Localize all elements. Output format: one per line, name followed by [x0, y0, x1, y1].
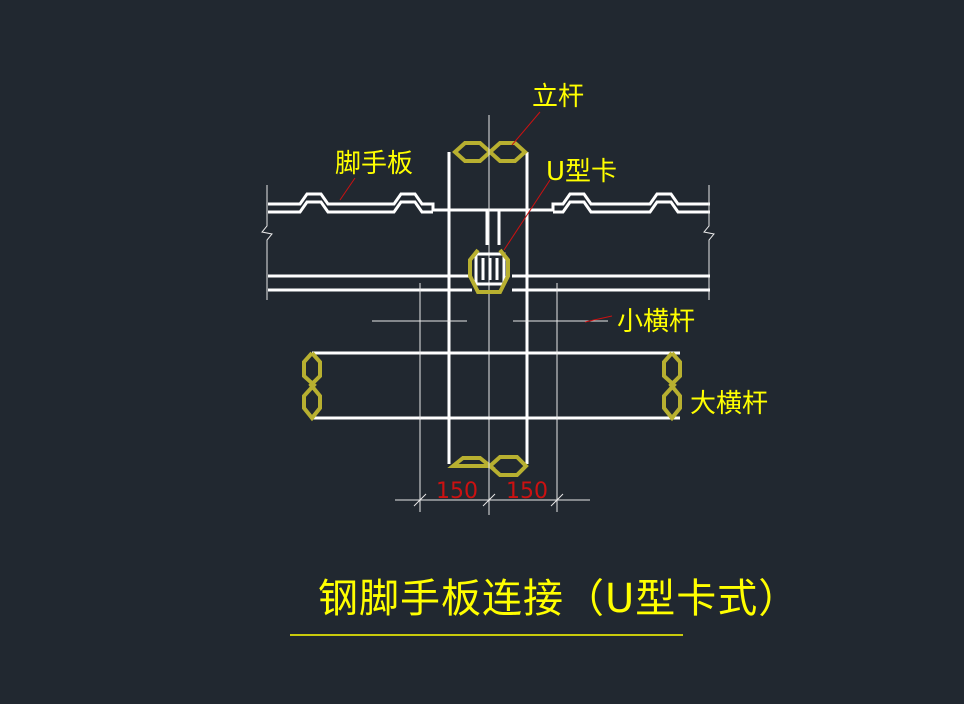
large-crossbar-left-end [302, 351, 322, 422]
upright-top-section [452, 141, 493, 163]
label-u-clip: U型卡 [546, 157, 617, 187]
construction-lines [372, 283, 608, 512]
dimension-right: 150 [506, 479, 548, 504]
small-crossbar [268, 274, 710, 292]
drawing-title: 钢脚手板连接（U型卡式） [318, 576, 799, 622]
upright-pole [447, 141, 529, 477]
label-scaffold-board: 脚手板 [335, 149, 413, 179]
scaffold-board [268, 192, 710, 245]
upright-bottom-section [447, 456, 496, 468]
leader-lines [339, 111, 613, 323]
label-large-crossbar: 大横杆 [690, 389, 768, 419]
label-upright: 立杆 [532, 82, 584, 112]
label-small-crossbar: 小横杆 [617, 307, 695, 337]
large-crossbar-right-end [662, 351, 682, 422]
upright-bottom-section-right [487, 455, 529, 477]
upright-top-section-right [487, 141, 528, 163]
large-crossbar [302, 351, 682, 422]
dimension-left: 150 [436, 479, 478, 504]
u-clip [468, 248, 510, 294]
break-lines [261, 185, 715, 300]
